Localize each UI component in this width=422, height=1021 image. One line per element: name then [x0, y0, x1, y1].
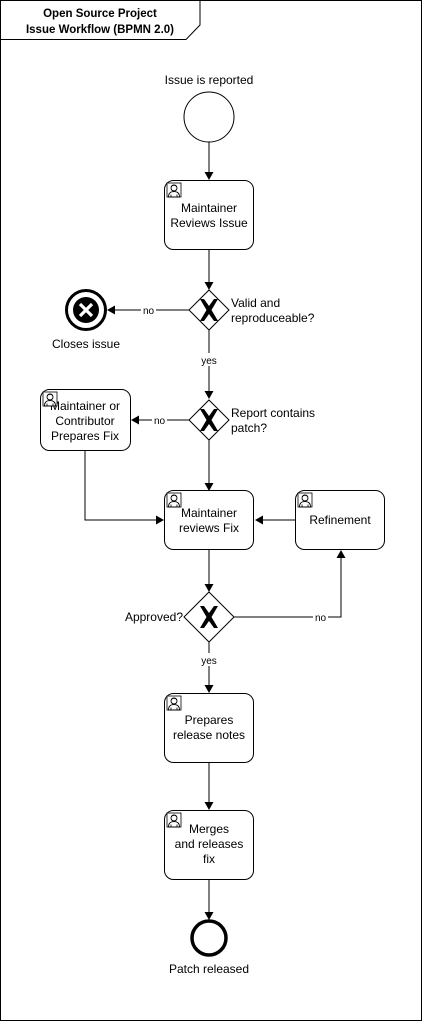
flow-label-yes-approved: yes [201, 656, 217, 667]
task-refinement: Refinement [295, 490, 385, 550]
task-label-line: Refinement [309, 513, 371, 527]
task-label-line: Prepares Fix [51, 429, 119, 443]
task-label-line: Prepares [185, 713, 234, 727]
task-maintainer-reviews-fix: Maintainer reviews Fix [164, 490, 254, 550]
title-line-2: Issue Workflow (BPMN 2.0) [26, 24, 174, 36]
user-icon [166, 182, 182, 198]
start-event [183, 91, 235, 143]
flow-label-no-valid: no [143, 306, 155, 317]
task-prepares-fix: Maintainer or Contributor Prepares Fix [40, 389, 131, 451]
gateway-patch-label-line: patch? [231, 421, 267, 435]
user-icon [297, 492, 313, 508]
task-prepares-release-notes: Prepares release notes [164, 693, 254, 763]
task-maintainer-reviews-issue: Maintainer Reviews Issue [164, 180, 254, 250]
task-label-line: Maintainer [181, 506, 237, 520]
user-icon [166, 812, 182, 828]
task-label-line: reviews Fix [179, 521, 239, 535]
gateway-valid-label-line: reproduceable? [231, 311, 315, 325]
task-label-line: Contributor [55, 414, 114, 428]
task-label-line: fix [203, 852, 215, 866]
end-event-closes-issue [65, 289, 107, 331]
task-label-line: and releases [175, 837, 244, 851]
task-label-line: Maintainer [181, 201, 237, 215]
gateway-approved-label: Approved? [125, 610, 183, 624]
flow-label-no-patch: no [154, 416, 166, 427]
flow-label-no-approved: no [315, 613, 327, 624]
task-label-line: Reviews Issue [170, 216, 248, 230]
user-icon [166, 695, 182, 711]
terminate-x-icon [73, 297, 99, 323]
task-merges-and-releases: Merges and releases fix [164, 810, 254, 880]
flow-label-yes-valid: yes [201, 356, 217, 367]
title-line-1: Open Source Project [43, 8, 157, 20]
user-icon [166, 492, 182, 508]
start-event-label: Issue is reported [165, 73, 254, 87]
gateway-valid-label-line: Valid and [231, 296, 280, 310]
gateway-valid [188, 289, 230, 331]
title-tab [0, 0, 201, 40]
closes-issue-label: Closes issue [52, 337, 120, 351]
gateway-patch-label-line: Report contains [231, 406, 315, 420]
task-label-line: release notes [173, 728, 245, 742]
gateway-patch [188, 399, 230, 441]
end-event [190, 919, 228, 957]
user-icon [42, 391, 58, 407]
end-event-label: Patch released [169, 962, 249, 976]
gateway-approved [183, 591, 235, 643]
task-label-line: Maintainer or [50, 399, 120, 413]
task-label-line: Merges [189, 822, 229, 836]
